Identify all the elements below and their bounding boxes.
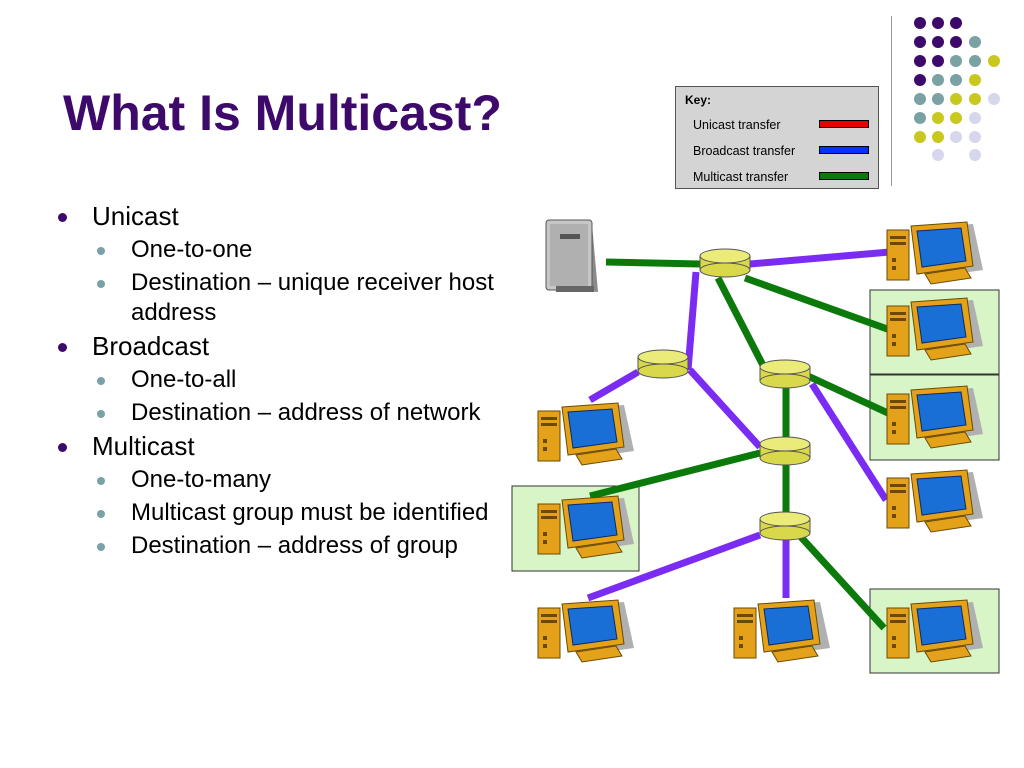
legend-label-broadcast: Broadcast transfer	[693, 144, 796, 158]
router-icon	[759, 436, 811, 466]
legend-title: Key:	[685, 93, 712, 107]
legend-label-unicast: Unicast transfer	[693, 118, 781, 132]
decorative-dot-grid	[914, 17, 1000, 161]
computer-icon	[886, 297, 984, 361]
multicast-links	[589, 258, 892, 631]
computer-icon	[733, 599, 831, 663]
network-diagram	[511, 219, 1000, 674]
router-icon	[699, 248, 751, 278]
computer-icon	[886, 385, 984, 449]
bullet-broadcast: Broadcast	[56, 331, 526, 362]
legend-label-multicast: Multicast transfer	[693, 170, 789, 184]
computer-icon	[537, 402, 635, 466]
computer-icon	[537, 599, 635, 663]
slide-title: What Is Multicast?	[63, 85, 502, 141]
legend-swatch-broadcast	[819, 146, 869, 154]
sub-bullet: Destination – address of network	[56, 398, 526, 428]
bullet-multicast: Multicast	[56, 431, 526, 462]
sub-bullet: Multicast group must be identified	[56, 498, 526, 528]
unicast-links	[586, 248, 891, 602]
sub-bullet: One-to-all	[56, 365, 526, 395]
bullet-list: Unicast One-to-one Destination – unique …	[56, 198, 526, 561]
legend-swatch-unicast	[819, 120, 869, 128]
computer-icon	[886, 599, 984, 663]
router-icon	[759, 359, 811, 389]
computer-icon	[886, 469, 984, 533]
bullet-unicast: Unicast	[56, 201, 526, 232]
router-icon	[637, 349, 689, 379]
sub-bullet: One-to-one	[56, 235, 526, 265]
server-icon	[545, 219, 598, 292]
legend-swatch-multicast	[819, 172, 869, 180]
computer-icon	[537, 495, 635, 559]
sub-bullet: One-to-many	[56, 465, 526, 495]
sub-bullet: Destination – unique receiver host addre…	[56, 268, 526, 328]
router-icon	[759, 511, 811, 541]
legend-box: Key: Unicast transfer Broadcast transfer…	[675, 86, 879, 189]
computer-icon	[886, 221, 984, 285]
sub-bullet: Destination – address of group	[56, 531, 526, 561]
decorative-divider	[891, 16, 892, 186]
